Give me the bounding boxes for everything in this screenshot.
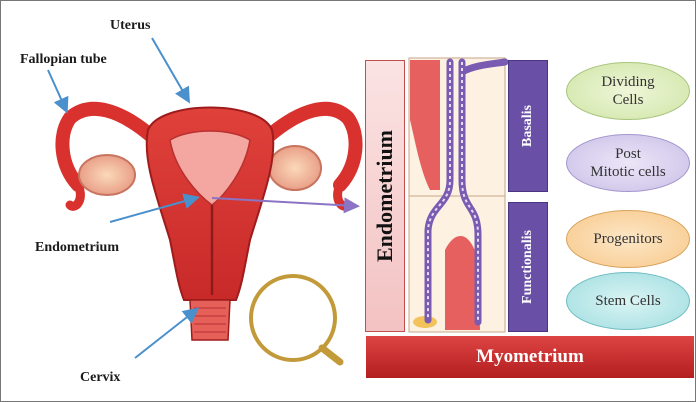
cervix-arrow [135, 310, 196, 358]
label-cervix: Cervix [80, 370, 120, 386]
functionalis-label: Functionalis [520, 230, 536, 304]
progenitors-oval: Progenitors [566, 210, 690, 268]
magnifier-icon [251, 276, 340, 362]
basalis-band: Basalis [508, 60, 548, 192]
endometrium-layer-label: Endometrium [372, 130, 398, 262]
cervix-shape [190, 300, 230, 340]
label-uterus: Uterus [110, 18, 150, 34]
functionalis-band: Functionalis [508, 202, 548, 332]
myometrium-label: Myometrium [476, 346, 584, 368]
basalis-label: Basalis [520, 105, 536, 147]
label-endometrium: Endometrium [35, 240, 119, 256]
uterus-arrow [152, 38, 188, 100]
ovary-left [79, 155, 135, 195]
stem-cells-oval: Stem Cells [566, 272, 690, 330]
ovary-right [269, 146, 321, 190]
myometrium-bar: Myometrium [366, 336, 694, 378]
fallopian-tube-arrow [48, 70, 66, 110]
endometrium-column: Endometrium [365, 60, 405, 332]
label-fallopian-tube: Fallopian tube [20, 52, 107, 68]
